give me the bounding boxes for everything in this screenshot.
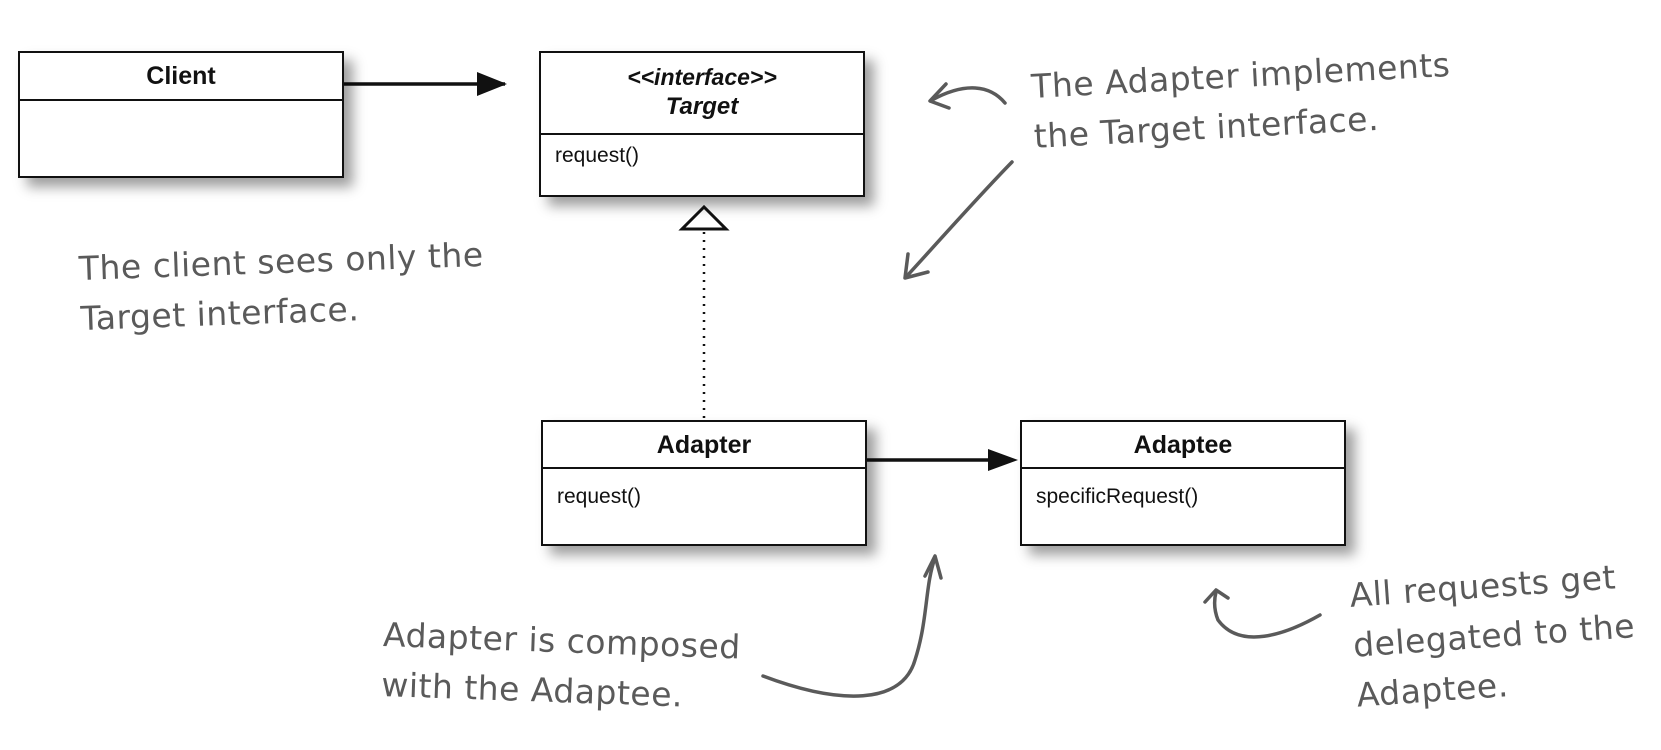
realization-connector	[678, 204, 730, 418]
adaptee-class: Adaptee specificRequest()	[1020, 420, 1346, 546]
adapter-methods: request()	[543, 469, 865, 519]
note-client-sees: The client sees only the Target interfac…	[78, 230, 486, 344]
target-header: <<interface>> Target	[541, 53, 863, 135]
adaptee-name: Adaptee	[1133, 431, 1233, 459]
adapter-method: request()	[557, 485, 642, 508]
note-delegated: All requests get delegated to the Adapte…	[1348, 551, 1640, 720]
arrow-to-target-icon	[928, 82, 1007, 110]
client-header: Client	[20, 53, 342, 101]
adapter-adaptee-association	[866, 449, 1018, 471]
target-method: request()	[555, 144, 640, 167]
adaptee-methods: specificRequest()	[1022, 469, 1344, 519]
adaptee-header: Adaptee	[1022, 422, 1344, 469]
target-methods: request()	[541, 135, 863, 178]
adapter-header: Adapter	[543, 422, 865, 469]
client-target-association	[344, 72, 507, 96]
note-composed: Adapter is composed with the Adaptee.	[381, 610, 742, 722]
hand-arrows	[761, 82, 1322, 698]
target-stereotype: <<interface>>	[627, 64, 777, 90]
client-name: Client	[146, 62, 216, 90]
target-interface: <<interface>> Target request()	[539, 51, 865, 197]
arrow-from-composed-note-icon	[761, 554, 943, 698]
target-name: Target	[665, 93, 739, 120]
arrow-to-adapter-link-icon	[903, 160, 1014, 280]
adaptee-method: specificRequest()	[1036, 485, 1199, 508]
client-class: Client	[18, 51, 344, 178]
realization-triangle-icon	[678, 204, 730, 231]
adapter-name: Adapter	[656, 431, 752, 459]
arrow-from-delegated-note-icon	[1203, 588, 1322, 639]
client-body	[20, 101, 342, 121]
adapter-class: Adapter request()	[541, 420, 867, 546]
